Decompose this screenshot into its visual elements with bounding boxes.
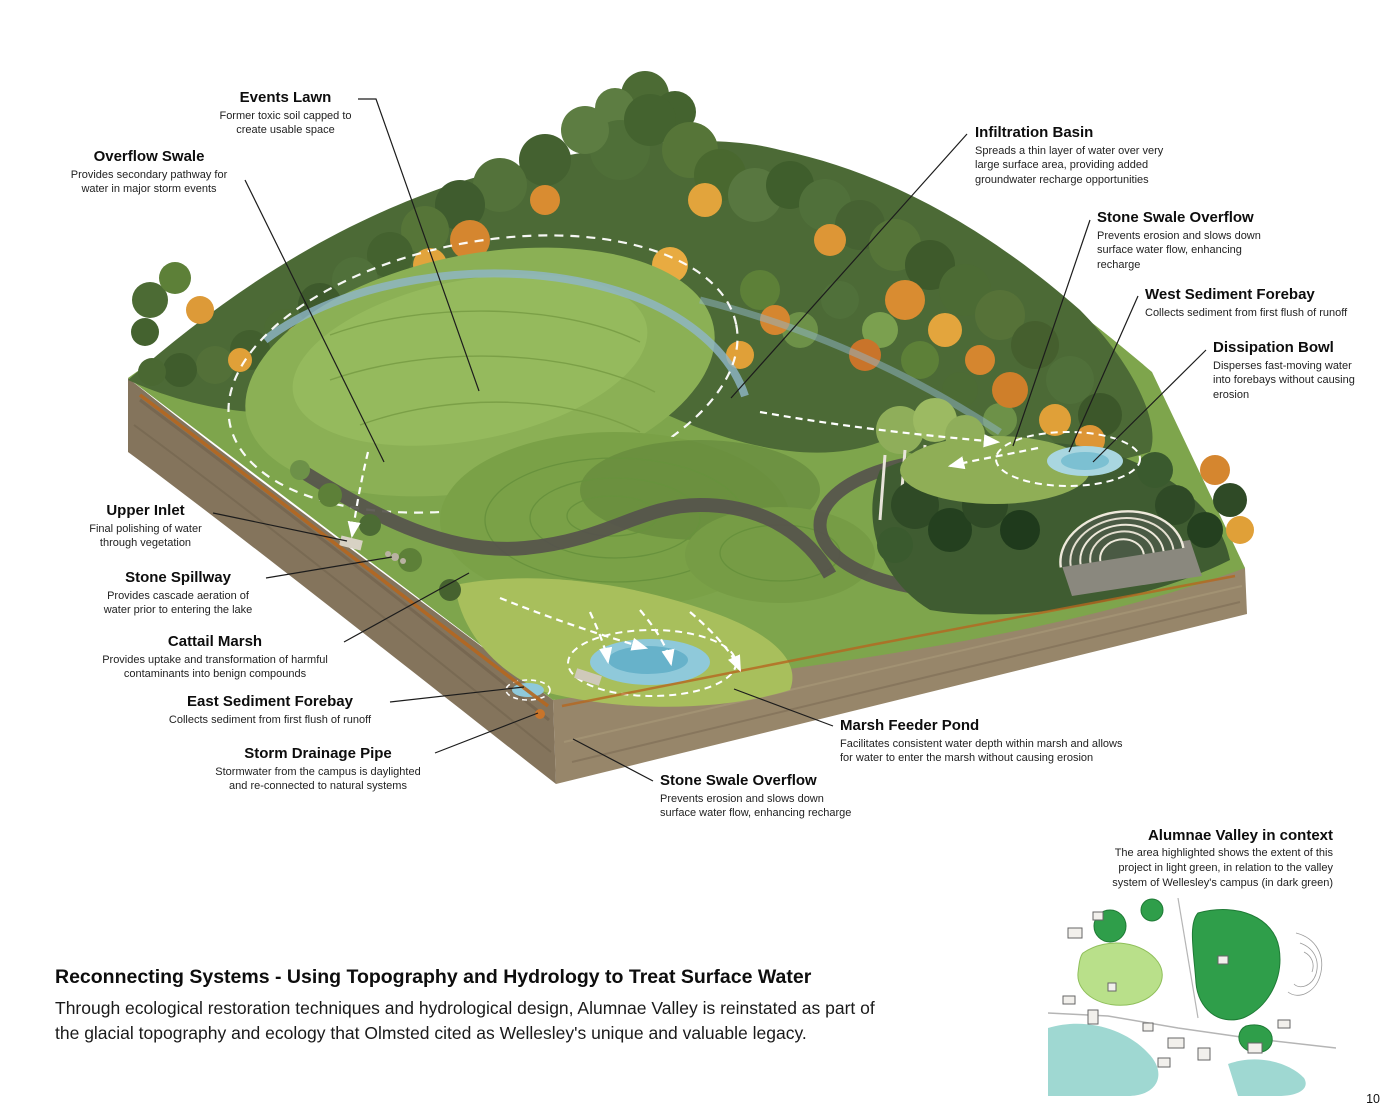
callout-desc: Collects sediment from first flush of ru… bbox=[168, 713, 372, 726]
callout-east-sediment-forebay: East Sediment Forebay Collects sediment … bbox=[152, 693, 388, 727]
callout-overflow-swale: Overflow Swale Provides secondary pathwa… bbox=[60, 148, 238, 197]
callout-title: Infiltration Basin bbox=[975, 124, 1094, 141]
leader-line-storm-drainage-pipe bbox=[434, 712, 539, 754]
callout-infiltration-basin: Infiltration Basin Spreads a thin layer … bbox=[975, 124, 1190, 187]
callout-desc: Prevents erosion and slows down surface … bbox=[660, 792, 852, 820]
project-highlight-green bbox=[1077, 942, 1163, 1006]
callout-desc: Former toxic soil capped to create usabl… bbox=[219, 109, 352, 137]
upper-inlet-structure bbox=[339, 535, 363, 551]
callout-title: Upper Inlet bbox=[106, 502, 185, 519]
leader-line-stone-swale-overflow-bottom bbox=[572, 738, 654, 782]
storm-drainage-pipe-outlet bbox=[535, 709, 545, 719]
callout-events-lawn: Events Lawn Former toxic soil capped to … bbox=[213, 89, 358, 138]
leader-line-overflow-swale bbox=[244, 179, 385, 463]
callout-title: Overflow Swale bbox=[93, 148, 205, 165]
callout-desc: Collects sediment from first flush of ru… bbox=[1145, 306, 1348, 319]
callout-desc: Final polishing of water through vegetat… bbox=[89, 522, 202, 550]
stone-spillway-stones bbox=[391, 553, 399, 561]
callout-stone-spillway: Stone Spillway Provides cascade aeration… bbox=[92, 569, 264, 618]
callout-title: Cattail Marsh bbox=[167, 633, 263, 650]
infiltration-basin-area bbox=[900, 431, 1141, 504]
daylighted-pipe-line bbox=[138, 393, 550, 708]
leader-lines bbox=[212, 98, 1207, 782]
leader-line-marsh-feeder-pond bbox=[733, 688, 834, 727]
callout-upper-inlet: Upper Inlet Final polishing of water thr… bbox=[78, 502, 213, 551]
greenhouse-structure bbox=[1059, 510, 1202, 596]
callout-desc: Facilitates consistent water depth withi… bbox=[840, 737, 1123, 765]
page-number: 10 bbox=[1366, 1092, 1380, 1106]
callout-desc: Provides secondary pathway for water in … bbox=[70, 168, 228, 196]
inset-caption: Alumnae Valley in context The area highl… bbox=[1058, 827, 1333, 891]
callout-desc: Provides cascade aeration of water prior… bbox=[103, 589, 253, 617]
stone-swale-stream bbox=[699, 296, 1002, 435]
callout-desc: Spreads a thin layer of water over very … bbox=[975, 144, 1164, 186]
footer-text-block: Reconnecting Systems - Using Topography … bbox=[55, 966, 955, 1046]
callout-title: Dissipation Bowl bbox=[1213, 339, 1334, 356]
cattail-marsh-area bbox=[290, 460, 793, 707]
leader-line-cattail-marsh bbox=[343, 572, 470, 643]
callout-title: Events Lawn bbox=[239, 89, 332, 106]
callout-west-sediment-forebay: West Sediment Forebay Collects sediment … bbox=[1145, 286, 1380, 320]
inset-title: Alumnae Valley in context bbox=[1147, 827, 1333, 844]
overflow-swale-stream bbox=[262, 269, 749, 398]
small-features bbox=[138, 393, 1236, 719]
leader-line-upper-inlet bbox=[212, 512, 348, 542]
callout-title: Stone Spillway bbox=[125, 569, 231, 586]
callout-desc: Disperses fast-moving water into forebay… bbox=[1213, 359, 1355, 401]
valley-system-green bbox=[1093, 898, 1281, 1054]
callout-title: Stone Swale Overflow bbox=[1097, 209, 1254, 226]
callout-title: Marsh Feeder Pond bbox=[840, 717, 980, 734]
callout-title: Storm Drainage Pipe bbox=[244, 745, 392, 762]
campus-context-map bbox=[1048, 898, 1336, 1096]
overflow-swale-dashed-loop bbox=[227, 234, 739, 514]
lake-shape bbox=[1228, 1059, 1306, 1096]
leader-line-infiltration-basin bbox=[730, 133, 968, 399]
leader-line-west-sediment-forebay bbox=[1068, 295, 1139, 453]
callout-marsh-feeder-pond: Marsh Feeder Pond Facilitates consistent… bbox=[840, 717, 1170, 766]
leader-line-stone-swale-overflow-right bbox=[1012, 219, 1091, 447]
callout-title: East Sediment Forebay bbox=[187, 693, 353, 710]
campus-buildings bbox=[1062, 911, 1291, 1068]
callout-stone-swale-overflow-bottom: Stone Swale Overflow Prevents erosion an… bbox=[660, 772, 900, 821]
terrain-soil-block bbox=[128, 378, 1247, 784]
water-flow-arrows bbox=[347, 410, 1039, 672]
page-description: Through ecological restoration technique… bbox=[55, 998, 875, 1043]
leader-line-stone-spillway bbox=[265, 556, 393, 579]
callout-title: West Sediment Forebay bbox=[1145, 286, 1315, 303]
callout-desc: Prevents erosion and slows down surface … bbox=[1097, 229, 1261, 271]
callout-storm-drainage-pipe: Storm Drainage Pipe Stormwater from the … bbox=[203, 745, 433, 794]
callout-dissipation-bowl: Dissipation Bowl Disperses fast-moving w… bbox=[1213, 339, 1385, 402]
callout-stone-swale-overflow-right: Stone Swale Overflow Prevents erosion an… bbox=[1097, 209, 1282, 272]
marsh-boardwalk bbox=[574, 668, 602, 686]
birch-trunk bbox=[878, 454, 887, 521]
inset-desc: The area highlighted shows the extent of… bbox=[1112, 847, 1333, 889]
leader-line-events-lawn bbox=[358, 98, 480, 392]
callout-cattail-marsh: Cattail Marsh Provides uptake and transf… bbox=[88, 633, 342, 682]
callout-desc: Stormwater from the campus is daylighted… bbox=[215, 765, 421, 793]
page-title: Reconnecting Systems - Using Topography … bbox=[55, 966, 812, 988]
lake-shape bbox=[1048, 1023, 1159, 1096]
leader-line-dissipation-bowl bbox=[1092, 349, 1207, 463]
callout-title: Stone Swale Overflow bbox=[660, 772, 817, 789]
leader-line-east-sediment-forebay bbox=[389, 686, 525, 703]
contour-lines bbox=[1287, 932, 1322, 996]
callout-desc: Provides uptake and transformation of ha… bbox=[102, 653, 328, 681]
